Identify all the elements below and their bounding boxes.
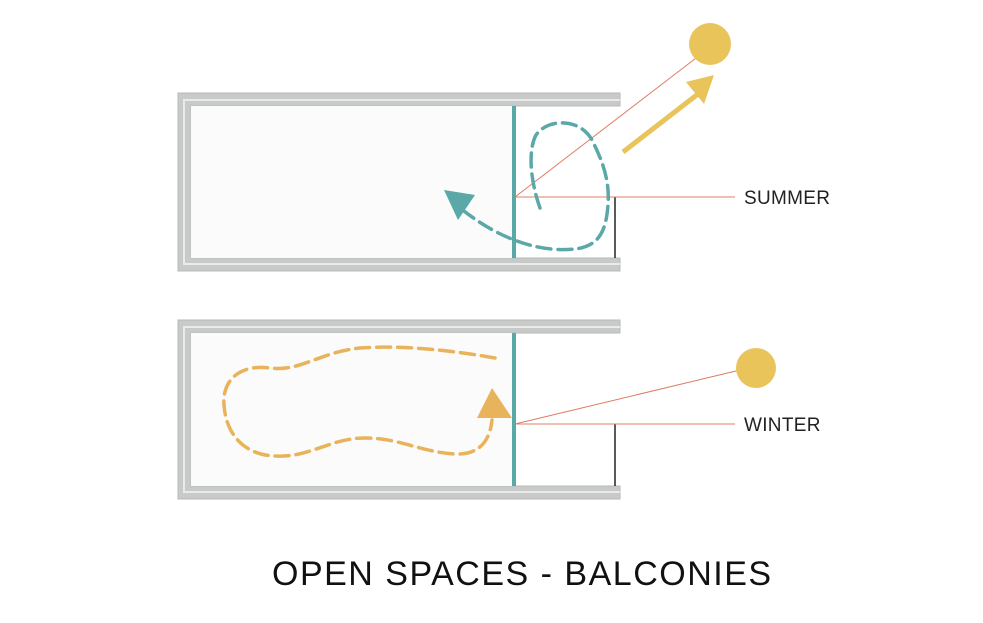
- winter-panel: WINTER: [177, 319, 821, 500]
- summer-glass-partition: [512, 106, 516, 258]
- winter-label: WINTER: [744, 415, 821, 436]
- winter-sun-ray: [514, 369, 741, 425]
- diagram-title: OPEN SPACES - BALCONIES: [272, 555, 773, 593]
- summer-label: SUMMER: [744, 188, 830, 209]
- winter-airflow-loop: [222, 345, 497, 458]
- summer-sun-ray: [514, 54, 701, 198]
- sun-icon: [689, 23, 731, 65]
- winter-glass-partition: [512, 333, 516, 486]
- summer-reflection-arrow-shaft: [621, 92, 700, 154]
- winter-wall-inner-line: [183, 326, 620, 493]
- airflow-arrow-icon: [444, 190, 475, 220]
- reflection-arrow-icon: [686, 75, 714, 104]
- summer-panel: SUMMER: [177, 23, 830, 272]
- winter-airflow-arrow-icon: [477, 388, 512, 418]
- winter-room-interior: [191, 333, 513, 486]
- summer-airflow-loop: [458, 121, 611, 252]
- winter-sun-icon: [736, 348, 776, 388]
- summer-wall-inner-line: [183, 99, 620, 265]
- summer-room-interior: [191, 106, 513, 258]
